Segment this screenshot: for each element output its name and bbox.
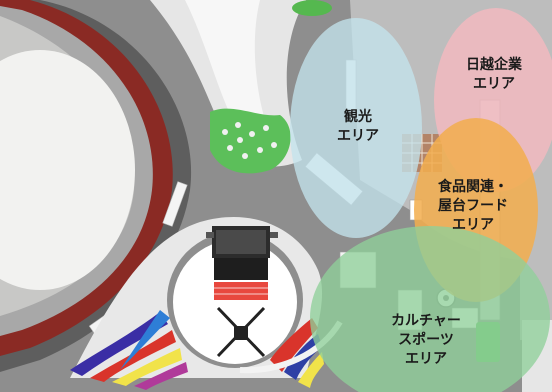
zone-label-food: 食品関連・ 屋台フード エリア [438, 179, 508, 233]
zone-label-nikko: 日越企業 エリア [466, 57, 522, 92]
zone-label-kanko: 観光 エリア [337, 109, 379, 144]
zone-overlays [290, 8, 552, 392]
fan-stripes [70, 310, 324, 390]
zone-kanko[interactable] [290, 18, 422, 238]
lawn [210, 108, 291, 174]
zone-culture[interactable] [310, 226, 550, 392]
zone-label-culture: カルチャー スポーツ エリア [391, 313, 461, 367]
